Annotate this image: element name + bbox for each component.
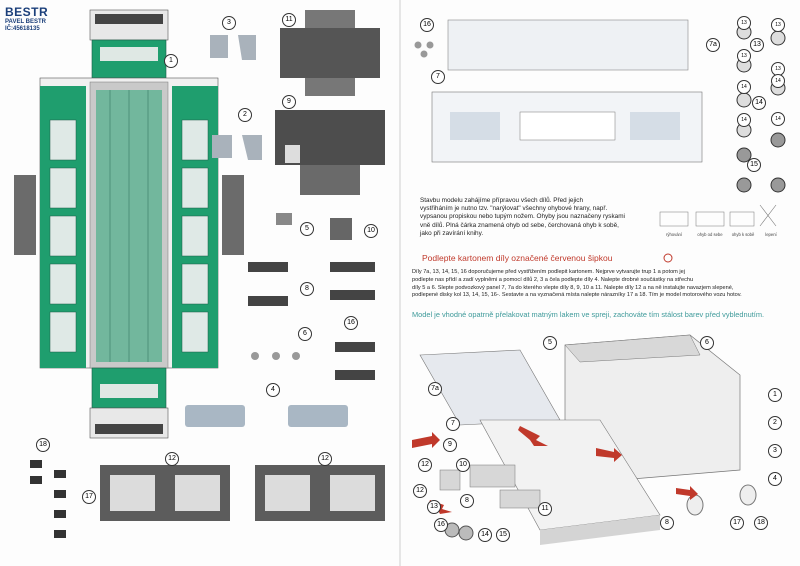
wheel-label: 14	[737, 80, 751, 94]
step-label: rýhování	[665, 232, 683, 237]
assembly-badge: 12	[413, 484, 427, 498]
cardboard-heading: Podlepte kartonem díly označené červenou…	[422, 253, 613, 263]
logo-text: BESTR	[5, 5, 49, 19]
intro-line: jako při zavírání knihy.	[420, 229, 484, 237]
assembly-badge: 1	[768, 388, 782, 402]
intro-paragraph: Stavbu modelu zahájíme přípravou všech d…	[420, 197, 652, 238]
part-badge: 18	[36, 438, 50, 452]
company-id: IČ:45618135	[5, 26, 40, 32]
brand-logo: BESTR PAVEL BESTR IČ:45618135	[5, 5, 48, 33]
assembly-badge: 7	[446, 417, 460, 431]
part-badge: 15	[747, 158, 761, 172]
part-badge: 5	[300, 222, 314, 236]
tram-rear-cab	[89, 367, 169, 439]
part-badge: 7a	[706, 38, 720, 52]
part-badge: 16	[420, 18, 434, 32]
body-line: Díly 7a, 13, 14, 15, 16 doporučujeme pře…	[412, 269, 685, 275]
varnish-advice: Model je vhodné opatrně přelakovat matný…	[412, 310, 765, 319]
part-badge: 8	[300, 282, 314, 296]
intro-line: vystřiháním je nutno tzv. "narýlovat" vš…	[420, 205, 608, 213]
part-badge: 13	[750, 38, 764, 52]
assembly-badge: 2	[768, 416, 782, 430]
part-badge: 4	[266, 383, 280, 397]
wheel-label: 14	[771, 112, 785, 126]
part-badge: 17	[82, 490, 96, 504]
part-badge: 7	[431, 70, 445, 84]
part-badge: 2	[238, 108, 252, 122]
part-badge: 6	[298, 327, 312, 341]
assembly-badge: 7a	[428, 382, 442, 396]
author-name: PAVEL BESTR	[5, 19, 47, 25]
intro-line: Stavbu modelu zahájíme přípravou všech d…	[420, 197, 584, 204]
part-badge: 16	[344, 316, 358, 330]
page-fold	[399, 0, 401, 566]
assembly-badge: 5	[543, 336, 557, 350]
assembly-badge: 8	[460, 494, 474, 508]
assembly-diagram	[412, 334, 757, 545]
assembly-badge: 8	[660, 516, 674, 530]
assembly-badge: 6	[700, 336, 714, 350]
assembly-badge: 3	[768, 444, 782, 458]
assembly-badge: 15	[496, 528, 510, 542]
body-line: podlepené disky kol 13, 14, 15, 16-. Ses…	[412, 292, 742, 299]
part-badge: 12	[165, 452, 179, 466]
assembly-badge: 9	[443, 438, 457, 452]
assembly-badge: 16	[434, 518, 448, 532]
tram-body-part-1	[14, 77, 244, 369]
assembly-badge: 10	[456, 458, 470, 472]
assembly-badge: 14	[478, 528, 492, 542]
part-badge: 1	[164, 54, 178, 68]
part-badge: 14	[752, 96, 766, 110]
assembly-badge: 18	[754, 516, 768, 530]
step-label: lepení	[765, 232, 777, 237]
part-badge: 3	[222, 16, 236, 30]
wheel-label: 13	[737, 49, 751, 63]
wheel-label: 13	[737, 16, 751, 30]
tram-front-cab	[89, 9, 169, 79]
step-label: ohyb od sebe	[697, 232, 723, 237]
assembly-badge: 11	[538, 502, 552, 516]
part-badge: 10	[364, 224, 378, 238]
assembly-badge: 4	[768, 472, 782, 486]
wheel-label: 13	[771, 18, 785, 32]
assembly-badge: 12	[418, 458, 432, 472]
part-badge: 9	[282, 95, 296, 109]
part-badge: 11	[282, 13, 296, 27]
step-label: ohyb k sobě	[731, 232, 755, 237]
assembly-paragraph: Díly 7a, 13, 14, 15, 16 doporučujeme pře…	[412, 269, 794, 300]
body-line: podlepte nas přídí a zadí vyplněmi a pom…	[412, 276, 694, 283]
assembly-badge: 13	[427, 500, 441, 514]
wheel-label: 14	[737, 113, 751, 127]
intro-line: vypsanou propiskou nebo tupým nožem. Ohy…	[420, 213, 625, 221]
assembly-badge: 17	[730, 516, 744, 530]
intro-line: vně dílů. Plná čárka znamená ohyb od seb…	[420, 221, 619, 229]
body-line: díly 5 a 6. Slepte podvozkový panel 7, 7…	[412, 284, 734, 291]
part-badge: 12	[318, 452, 332, 466]
wheel-label: 14	[771, 74, 785, 88]
